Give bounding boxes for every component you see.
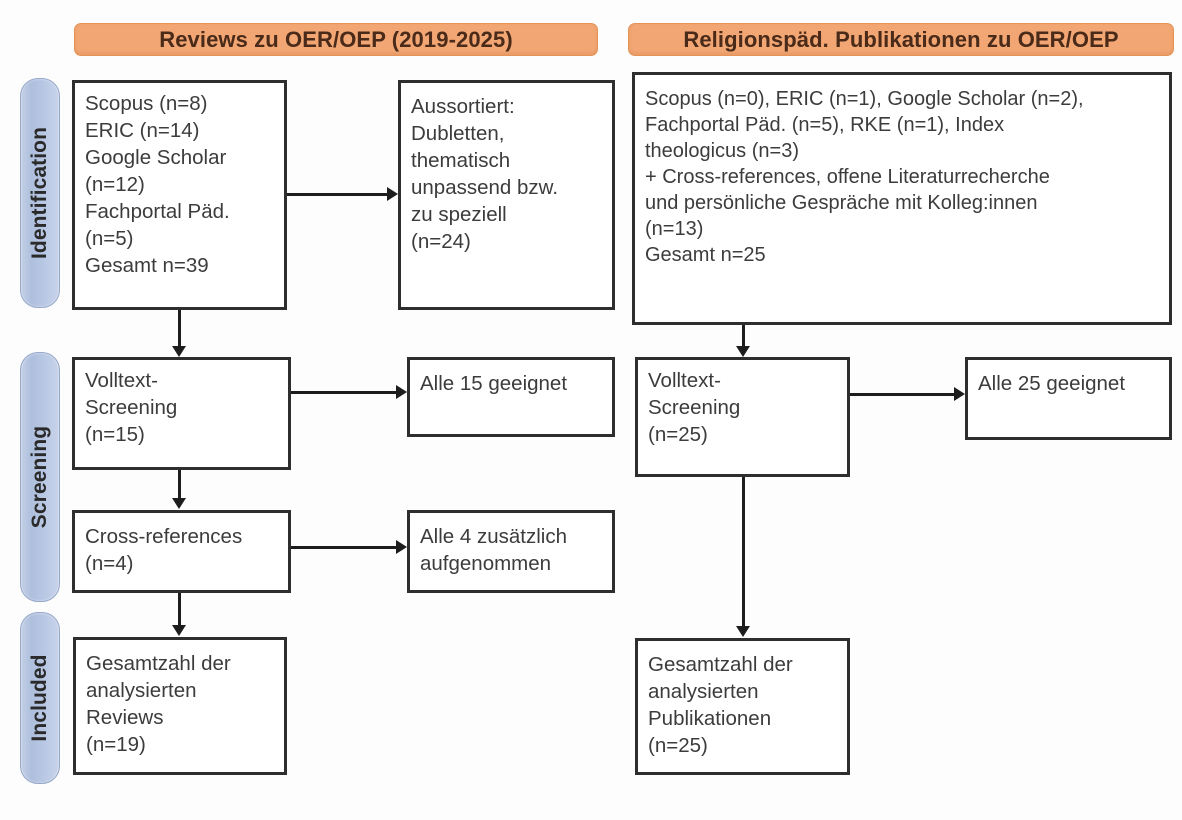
box-line: Screening xyxy=(85,395,178,419)
arrow-down-icon xyxy=(172,346,186,357)
arrow-right-icon xyxy=(396,540,407,554)
box-line: Cross-references xyxy=(85,525,243,548)
box-left-crossreferences-result: Alle 4 zusätzlich aufgenommen xyxy=(407,510,615,593)
box-line: (n=15) xyxy=(85,422,145,446)
connector-left-identification-to-excluded xyxy=(287,193,387,196)
box-line: Fachportal Päd. (n=5), RKE (n=1), Index xyxy=(645,114,1005,136)
column-header-right: Religionspäd. Publikationen zu OER/OEP xyxy=(628,23,1174,56)
box-line: (n=12) xyxy=(85,172,145,196)
connector-right-identification-to-fulltext xyxy=(742,325,745,346)
box-line: Alle 4 zusätzlich xyxy=(420,525,567,548)
column-header-right-text: Religionspäd. Publikationen zu OER/OEP xyxy=(683,26,1119,52)
box-line: Screening xyxy=(648,395,741,419)
arrow-right-icon xyxy=(954,387,965,401)
box-left-excluded: Aussortiert: Dubletten, thematisch unpas… xyxy=(398,80,615,310)
box-left-included: Gesamtzahl der analysierten Reviews (n=1… xyxy=(73,637,287,775)
arrow-right-icon xyxy=(396,385,407,399)
box-line: (n=4) xyxy=(85,551,134,575)
arrow-down-icon xyxy=(736,346,750,357)
box-right-fulltext-result: Alle 25 geeignet xyxy=(965,357,1172,440)
connector-left-crossref-to-included xyxy=(178,593,181,625)
box-line: Gesamtzahl der xyxy=(86,652,231,675)
box-line: Publikationen xyxy=(648,706,772,730)
box-line: unpassend bzw. xyxy=(411,175,559,199)
connector-left-identification-to-fulltext xyxy=(178,310,181,346)
column-header-left: Reviews zu OER/OEP (2019-2025) xyxy=(74,23,598,56)
box-right-identification: Scopus (n=0), ERIC (n=1), Google Scholar… xyxy=(632,72,1172,325)
box-line: Gesamt n=39 xyxy=(85,253,209,277)
box-line: Reviews xyxy=(86,705,164,729)
box-line: Google Scholar xyxy=(85,145,227,169)
stage-label-included: Included xyxy=(20,612,60,784)
box-left-identification: Scopus (n=8) ERIC (n=14) Google Scholar … xyxy=(72,80,287,310)
stage-label-screening-text: Screening xyxy=(28,425,51,529)
box-line: Alle 15 geeignet xyxy=(420,372,568,395)
box-line: Alle 25 geeignet xyxy=(978,372,1126,395)
box-line: zu speziell xyxy=(411,202,507,226)
arrow-down-icon xyxy=(172,498,186,509)
box-line: (n=5) xyxy=(85,226,134,250)
box-line: Aussortiert: xyxy=(411,95,515,118)
box-line: Volltext- xyxy=(85,369,158,392)
box-line: Volltext- xyxy=(648,369,721,392)
box-line: Gesamt n=25 xyxy=(645,244,766,266)
box-line: (n=13) xyxy=(645,218,704,240)
box-line: Fachportal Päd. xyxy=(85,199,230,223)
box-line: und persönliche Gespräche mit Kolleg:inn… xyxy=(645,192,1038,214)
box-line: (n=24) xyxy=(411,229,471,253)
arrow-down-icon xyxy=(172,625,186,636)
box-line: ERIC (n=14) xyxy=(85,118,200,142)
box-right-included: Gesamtzahl der analysierten Publikatione… xyxy=(635,638,850,775)
connector-left-crossref-to-result xyxy=(291,546,396,549)
box-left-fulltext-screening: Volltext- Screening (n=15) xyxy=(72,357,291,470)
box-line: Gesamtzahl der xyxy=(648,653,793,676)
arrow-down-icon xyxy=(736,626,750,637)
box-line: aufgenommen xyxy=(420,551,552,575)
connector-left-fulltext-to-result xyxy=(291,391,396,394)
connector-left-fulltext-to-crossref xyxy=(178,470,181,498)
box-line: Scopus (n=0), ERIC (n=1), Google Scholar… xyxy=(645,88,1084,110)
column-header-left-text: Reviews zu OER/OEP (2019-2025) xyxy=(159,26,513,52)
box-line: Dubletten, xyxy=(411,121,505,145)
box-left-fulltext-result: Alle 15 geeignet xyxy=(407,357,615,437)
box-line: (n=25) xyxy=(648,733,708,757)
stage-label-identification: Identification xyxy=(20,78,60,308)
box-line: analysierten xyxy=(648,679,759,703)
stage-label-screening: Screening xyxy=(20,352,60,602)
box-line: (n=19) xyxy=(86,732,146,756)
connector-right-fulltext-to-included xyxy=(742,477,745,626)
box-line: + Cross-references, offene Literaturrech… xyxy=(645,166,1050,188)
box-line: thematisch xyxy=(411,148,511,172)
arrow-right-icon xyxy=(387,187,398,201)
box-line: (n=25) xyxy=(648,422,708,446)
connector-right-fulltext-to-result xyxy=(850,393,954,396)
box-line: Scopus (n=8) xyxy=(85,92,208,115)
stage-label-included-text: Included xyxy=(28,654,51,742)
box-line: theologicus (n=3) xyxy=(645,140,799,162)
box-line: analysierten xyxy=(86,678,197,702)
box-left-crossreferences: Cross-references (n=4) xyxy=(72,510,291,593)
stage-label-identification-text: Identification xyxy=(28,126,51,260)
box-right-fulltext-screening: Volltext- Screening (n=25) xyxy=(635,357,850,477)
